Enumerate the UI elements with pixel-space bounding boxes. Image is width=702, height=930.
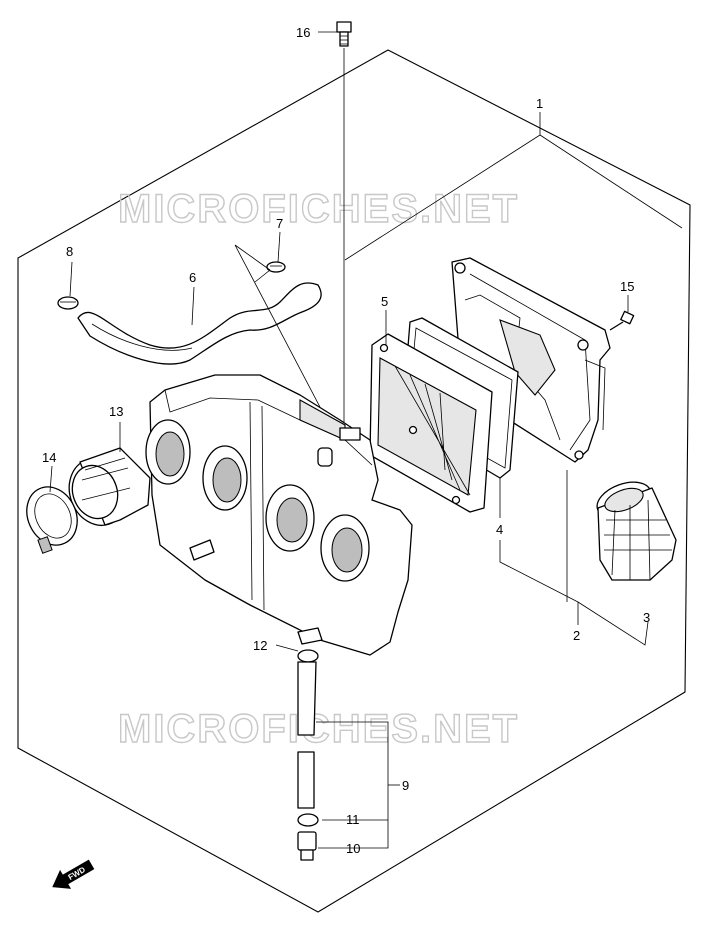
screw-15[interactable] (609, 310, 635, 331)
clamp-7[interactable] (266, 261, 286, 273)
callout-14: 14 (42, 450, 56, 465)
callout-13: 13 (109, 404, 123, 419)
hose-6[interactable] (77, 282, 322, 365)
clip-12[interactable] (297, 649, 319, 663)
duct-13[interactable] (60, 447, 151, 534)
plug-10[interactable] (297, 831, 317, 861)
callout-9: 9 (402, 778, 409, 793)
callout-10: 10 (346, 841, 360, 856)
callout-2: 2 (573, 628, 580, 643)
callout-3: 3 (643, 610, 650, 625)
clip-11[interactable] (297, 813, 319, 827)
leader-lines (49, 31, 683, 849)
watermark-bottom: MICROFICHES.NET (118, 707, 519, 751)
bolt-16[interactable] (336, 21, 352, 47)
callout-15: 15 (620, 279, 634, 294)
callout-8: 8 (66, 244, 73, 259)
callout-12: 12 (253, 638, 267, 653)
callout-4: 4 (496, 522, 503, 537)
assembly-frame (17, 49, 691, 913)
funnel-3[interactable] (592, 475, 677, 581)
callout-11: 11 (346, 812, 360, 827)
watermark-top: MICROFICHES.NET (118, 187, 519, 231)
drain-hose-9[interactable] (297, 661, 317, 809)
callout-16: 16 (296, 25, 310, 40)
callout-6: 6 (189, 270, 196, 285)
callout-7: 7 (276, 216, 283, 231)
callout-5: 5 (381, 294, 388, 309)
clamp-8[interactable] (57, 296, 79, 310)
air-cleaner-case[interactable] (145, 374, 413, 656)
clamp-14[interactable] (18, 479, 87, 554)
callout-1: 1 (536, 96, 543, 111)
callout-labels: 16 1 7 8 6 15 5 13 14 4 3 2 12 9 11 10 (42, 25, 650, 856)
fwd-arrow-icon: FWD (52, 859, 95, 889)
